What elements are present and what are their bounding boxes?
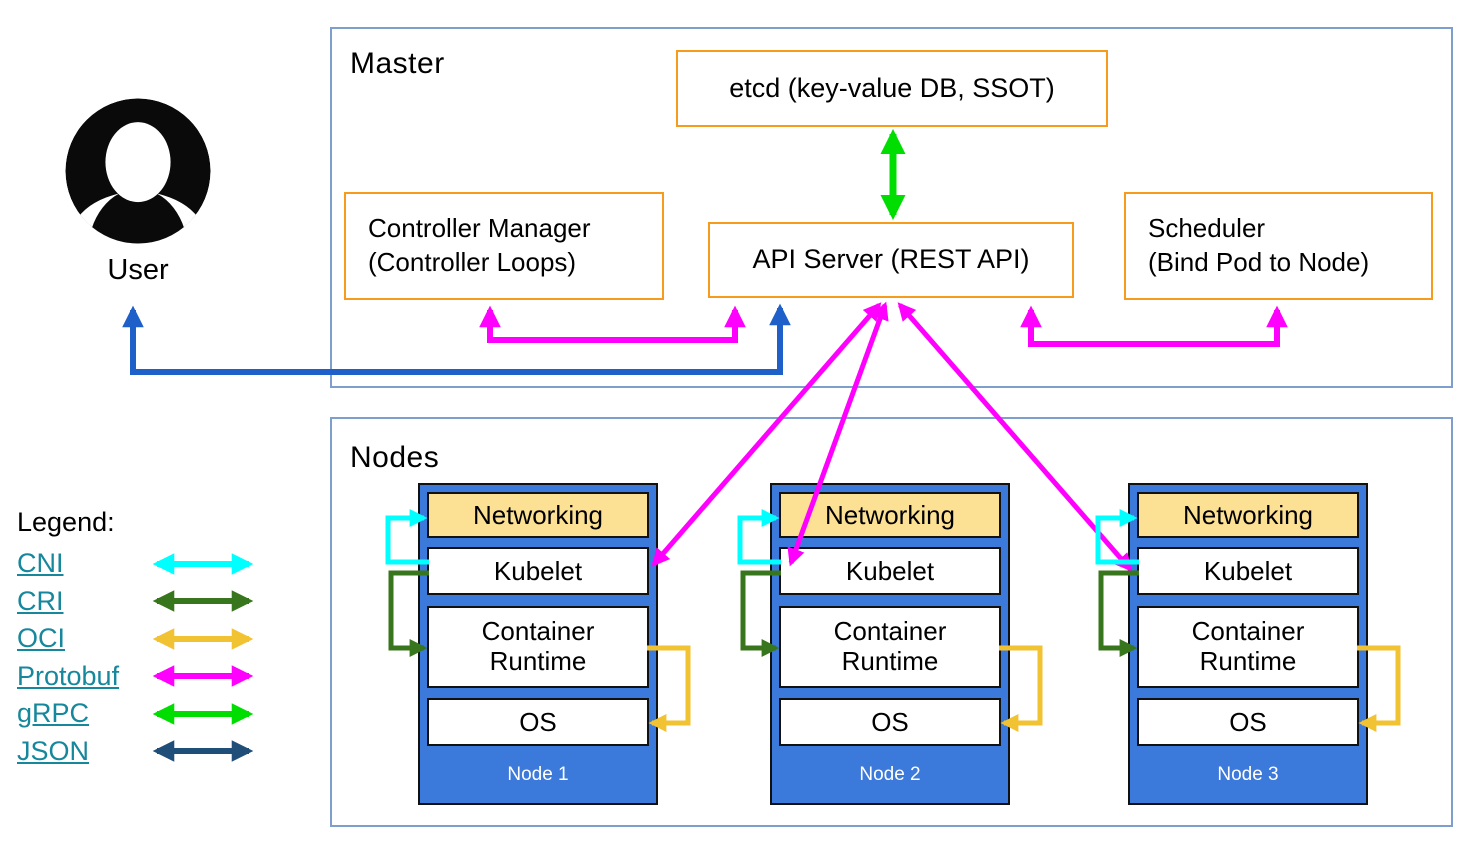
scheduler-line2: (Bind Pod to Node) [1148,247,1370,277]
container-runtime-layer: Container Runtime [427,606,649,688]
legend-row-protobuf: Protobuf [17,658,261,696]
cni-legend-arrow [152,552,254,575]
legend-link-grpc[interactable]: gRPC [17,698,90,729]
legend-row-json: JSON [17,733,261,771]
legend-link-protobuf[interactable]: Protobuf [17,660,120,691]
legend-row-cni: CNI [17,545,261,583]
controller-manager-line2: (Controller Loops) [368,247,577,277]
api-server-box: API Server (REST API) [708,222,1074,298]
legend-link-cri[interactable]: CRI [17,585,64,616]
node-1-name: Node 1 [507,763,569,785]
grpc-legend-arrow [152,702,254,725]
networking-layer: Networking [1137,492,1359,538]
kubelet-layer: Kubelet [1137,547,1359,595]
container-runtime-label: Container Runtime [481,616,595,676]
nodes-title: Nodes [350,441,440,474]
container-runtime-layer: Container Runtime [1137,606,1359,688]
node-1: Networking Kubelet Container Runtime OS [418,483,658,805]
legend-row-cri: CRI [17,583,261,621]
os-layer: OS [1137,698,1359,746]
scheduler-box: Scheduler (Bind Pod to Node) [1124,192,1433,300]
networking-label: Networking [472,499,604,530]
controller-manager-box: Controller Manager (Controller Loops) [344,192,664,300]
legend-link-oci[interactable]: OCI [17,623,66,654]
json-legend-arrow [152,740,254,763]
legend-title: Legend: [17,507,115,537]
kubelet-layer: Kubelet [779,547,1001,595]
node-3-name: Node 3 [1217,763,1279,785]
networking-layer: Networking [779,492,1001,538]
container-runtime-label: Container Runtime [1191,616,1305,676]
kubelet-layer: Kubelet [427,547,649,595]
kubelet-label: Kubelet [845,555,935,586]
os-layer: OS [427,698,649,746]
legend-row-oci: OCI [17,620,261,658]
master-title: Master [350,47,445,80]
scheduler-label: Scheduler (Bind Pod to Node) [1148,212,1369,280]
protobuf-legend-arrow [152,665,254,688]
etcd-label: etcd (key-value DB, SSOT) [729,72,1055,103]
node-3: Networking Kubelet Container Runtime OS [1128,483,1368,805]
scheduler-line1: Scheduler [1148,213,1266,244]
etcd-box: etcd (key-value DB, SSOT) [676,50,1108,127]
node-2-name: Node 2 [859,763,921,785]
os-label: OS [519,706,557,737]
legend-link-cni[interactable]: CNI [17,548,64,579]
legend-row-grpc: gRPC [17,695,261,733]
networking-label: Networking [824,499,956,530]
container-runtime-label: Container Runtime [833,616,947,676]
os-layer: OS [779,698,1001,746]
user-icon [65,98,211,244]
controller-manager-line1: Controller Manager [368,213,591,244]
kubelet-label: Kubelet [493,555,583,586]
kubelet-label: Kubelet [1203,555,1293,586]
user-label: User [107,254,169,286]
os-label: OS [1229,706,1267,737]
cri-legend-arrow [152,590,254,613]
api-server-label: API Server (REST API) [752,244,1030,275]
legend: Legend: CNI CRI OCI Protobuf gRPC JSON [17,505,261,770]
networking-layer: Networking [427,492,649,538]
os-label: OS [871,706,909,737]
legend-link-json[interactable]: JSON [17,735,90,766]
container-runtime-layer: Container Runtime [779,606,1001,688]
controller-manager-label: Controller Manager (Controller Loops) [368,212,591,280]
networking-label: Networking [1182,499,1314,530]
oci-legend-arrow [152,627,254,650]
